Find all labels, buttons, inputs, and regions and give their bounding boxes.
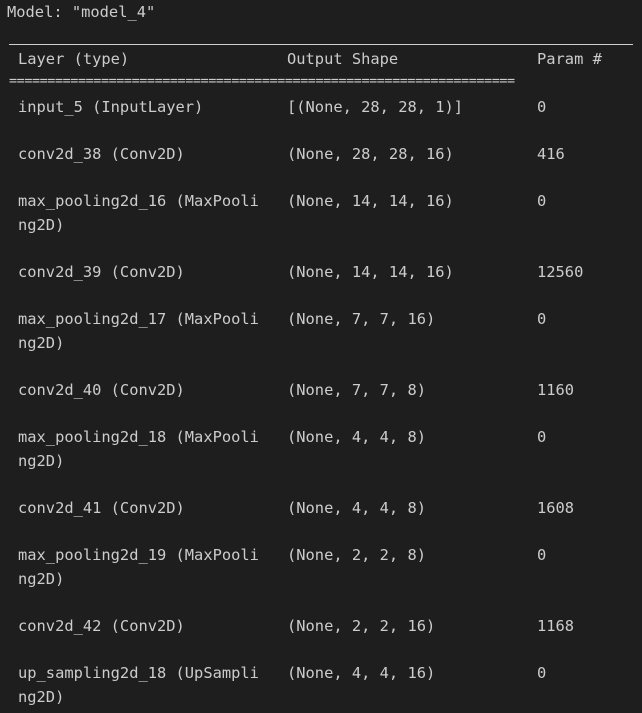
table-row: max_pooling2d_18 (MaxPooli ng2D) (None, …: [0, 425, 642, 496]
output-shape: (None, 4, 4, 8): [287, 428, 426, 446]
table-row: max_pooling2d_17 (MaxPooli ng2D) (None, …: [0, 307, 642, 378]
layer-name: conv2d_40 (Conv2D): [18, 381, 185, 399]
output-shape: (None, 14, 14, 16): [287, 192, 454, 210]
output-shape: [(None, 28, 28, 1)]: [287, 98, 464, 116]
output-shape: (None, 2, 2, 8): [287, 546, 426, 564]
table-row: conv2d_39 (Conv2D) (None, 14, 14, 16) 12…: [0, 260, 642, 307]
header-top-rule: [9, 44, 633, 45]
param-count: 0: [537, 428, 547, 446]
param-count: 416: [537, 145, 565, 163]
table-row: max_pooling2d_16 (MaxPooli ng2D) (None, …: [0, 189, 642, 260]
layer-name: max_pooling2d_17 (MaxPooli: [18, 310, 259, 328]
table-row: input_5 (InputLayer) [(None, 28, 28, 1)]…: [0, 95, 642, 142]
param-count: 1168: [537, 617, 575, 635]
layer-name-continuation: ng2D): [18, 452, 65, 470]
param-count: 0: [537, 664, 547, 682]
column-header-layer: Layer (type): [18, 50, 130, 68]
param-count: 0: [537, 310, 547, 328]
table-row: conv2d_38 (Conv2D) (None, 28, 28, 16) 41…: [0, 142, 642, 189]
table-row: max_pooling2d_19 (MaxPooli ng2D) (None, …: [0, 543, 642, 614]
column-header-params: Param #: [537, 50, 602, 68]
layer-name: max_pooling2d_19 (MaxPooli: [18, 546, 259, 564]
layer-name: conv2d_41 (Conv2D): [18, 499, 185, 517]
header-double-rule: ========================================…: [9, 74, 515, 89]
param-count: 12560: [537, 263, 584, 281]
output-shape: (None, 4, 4, 8): [287, 499, 426, 517]
layer-name: conv2d_42 (Conv2D): [18, 617, 185, 635]
table-header: Layer (type) Output Shape Param #: [0, 47, 642, 71]
table-row: conv2d_42 (Conv2D) (None, 2, 2, 16) 1168: [0, 614, 642, 661]
layer-name: max_pooling2d_18 (MaxPooli: [18, 428, 259, 446]
layer-name-continuation: ng2D): [18, 570, 65, 588]
output-shape: (None, 7, 7, 8): [287, 381, 426, 399]
layer-name-continuation: ng2D): [18, 334, 65, 352]
param-count: 0: [537, 192, 547, 210]
output-shape: (None, 14, 14, 16): [287, 263, 454, 281]
layer-name: up_sampling2d_18 (UpSampli: [18, 664, 259, 682]
output-shape: (None, 28, 28, 16): [287, 145, 454, 163]
layer-table-body: input_5 (InputLayer) [(None, 28, 28, 1)]…: [0, 95, 642, 713]
table-row: up_sampling2d_18 (UpSampli ng2D) (None, …: [0, 661, 642, 713]
param-count: 1160: [537, 381, 575, 399]
output-shape: (None, 2, 2, 16): [287, 617, 436, 635]
output-shape: (None, 7, 7, 16): [287, 310, 436, 328]
layer-name: conv2d_39 (Conv2D): [18, 263, 185, 281]
param-count: 0: [537, 546, 547, 564]
layer-name: max_pooling2d_16 (MaxPooli: [18, 192, 259, 210]
layer-name-continuation: ng2D): [18, 688, 65, 706]
layer-name: input_5 (InputLayer): [18, 98, 204, 116]
layer-name: conv2d_38 (Conv2D): [18, 145, 185, 163]
table-row: conv2d_40 (Conv2D) (None, 7, 7, 8) 1160: [0, 378, 642, 425]
param-count: 1608: [537, 499, 575, 517]
model-title: Model: "model_4": [7, 3, 156, 21]
param-count: 0: [537, 98, 547, 116]
output-shape: (None, 4, 4, 16): [287, 664, 436, 682]
column-header-output-shape: Output Shape: [287, 50, 399, 68]
layer-name-continuation: ng2D): [18, 216, 65, 234]
table-row: conv2d_41 (Conv2D) (None, 4, 4, 8) 1608: [0, 496, 642, 543]
